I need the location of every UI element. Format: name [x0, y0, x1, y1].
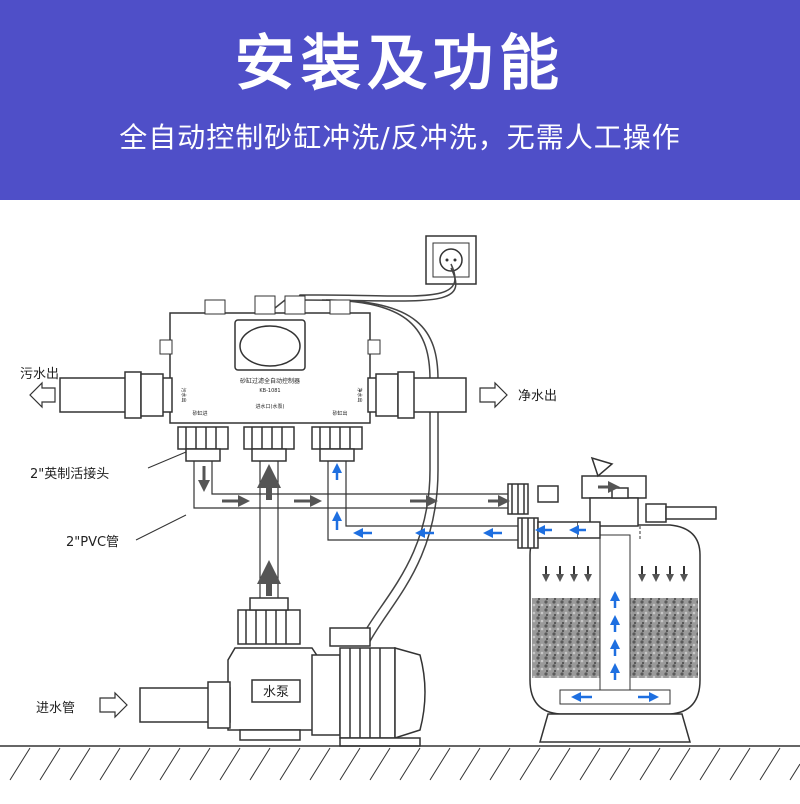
union-leader-line: [148, 452, 186, 468]
controller-left-port-label: 砂缸进: [192, 410, 207, 417]
pvc-pipes: [194, 461, 520, 610]
pvc-leader-line: [136, 515, 186, 540]
clean-out-arrow: [480, 383, 507, 407]
controller-box: 砂缸过滤全自动控制器 KB-1081 进水口(水泵) 砂缸进 砂缸出 污水出 净…: [160, 296, 380, 423]
label-inlet-pipe: 进水管: [36, 701, 75, 716]
label-clean-out: 净水出: [518, 389, 557, 404]
sewage-outlet-pipe: [60, 372, 172, 418]
controller-right-side-label: 净水出: [356, 387, 363, 402]
wall-socket: [426, 236, 476, 284]
label-pvc-pipe: 2"PVC管: [66, 535, 119, 550]
header-banner: 安装及功能 全自动控制砂缸冲洗/反冲洗，无需人工操作: [0, 0, 800, 200]
sewage-out-arrow: [30, 383, 55, 407]
union-fittings: [178, 427, 362, 461]
controller-model: KB-1081: [259, 388, 280, 394]
inlet-arrow: [100, 693, 127, 717]
page-subtitle: 全自动控制砂缸冲洗/反冲洗，无需人工操作: [0, 118, 800, 158]
inlet-pipe: [140, 682, 230, 728]
ground: [0, 746, 800, 780]
installation-diagram: 砂缸过滤全自动控制器 KB-1081 进水口(水泵) 砂缸进 砂缸出 污水出 净…: [0, 200, 800, 800]
controller-left-side-label: 污水出: [180, 387, 187, 402]
label-union: 2"英制活接头: [30, 466, 109, 482]
sand-filter-tank: [530, 525, 700, 742]
clean-outlet-pipe: [368, 372, 466, 418]
label-sewage-out: 污水出: [20, 367, 59, 382]
controller-right-port-label: 砂缸出: [332, 410, 347, 417]
water-pump: [228, 598, 425, 746]
multiport-valve: [538, 458, 716, 526]
page-title: 安装及功能: [0, 28, 800, 100]
label-pump: 水泵: [263, 685, 289, 700]
controller-title: 砂缸过滤全自动控制器: [240, 377, 300, 385]
controller-inlet-label: 进水口(水泵): [256, 403, 285, 410]
